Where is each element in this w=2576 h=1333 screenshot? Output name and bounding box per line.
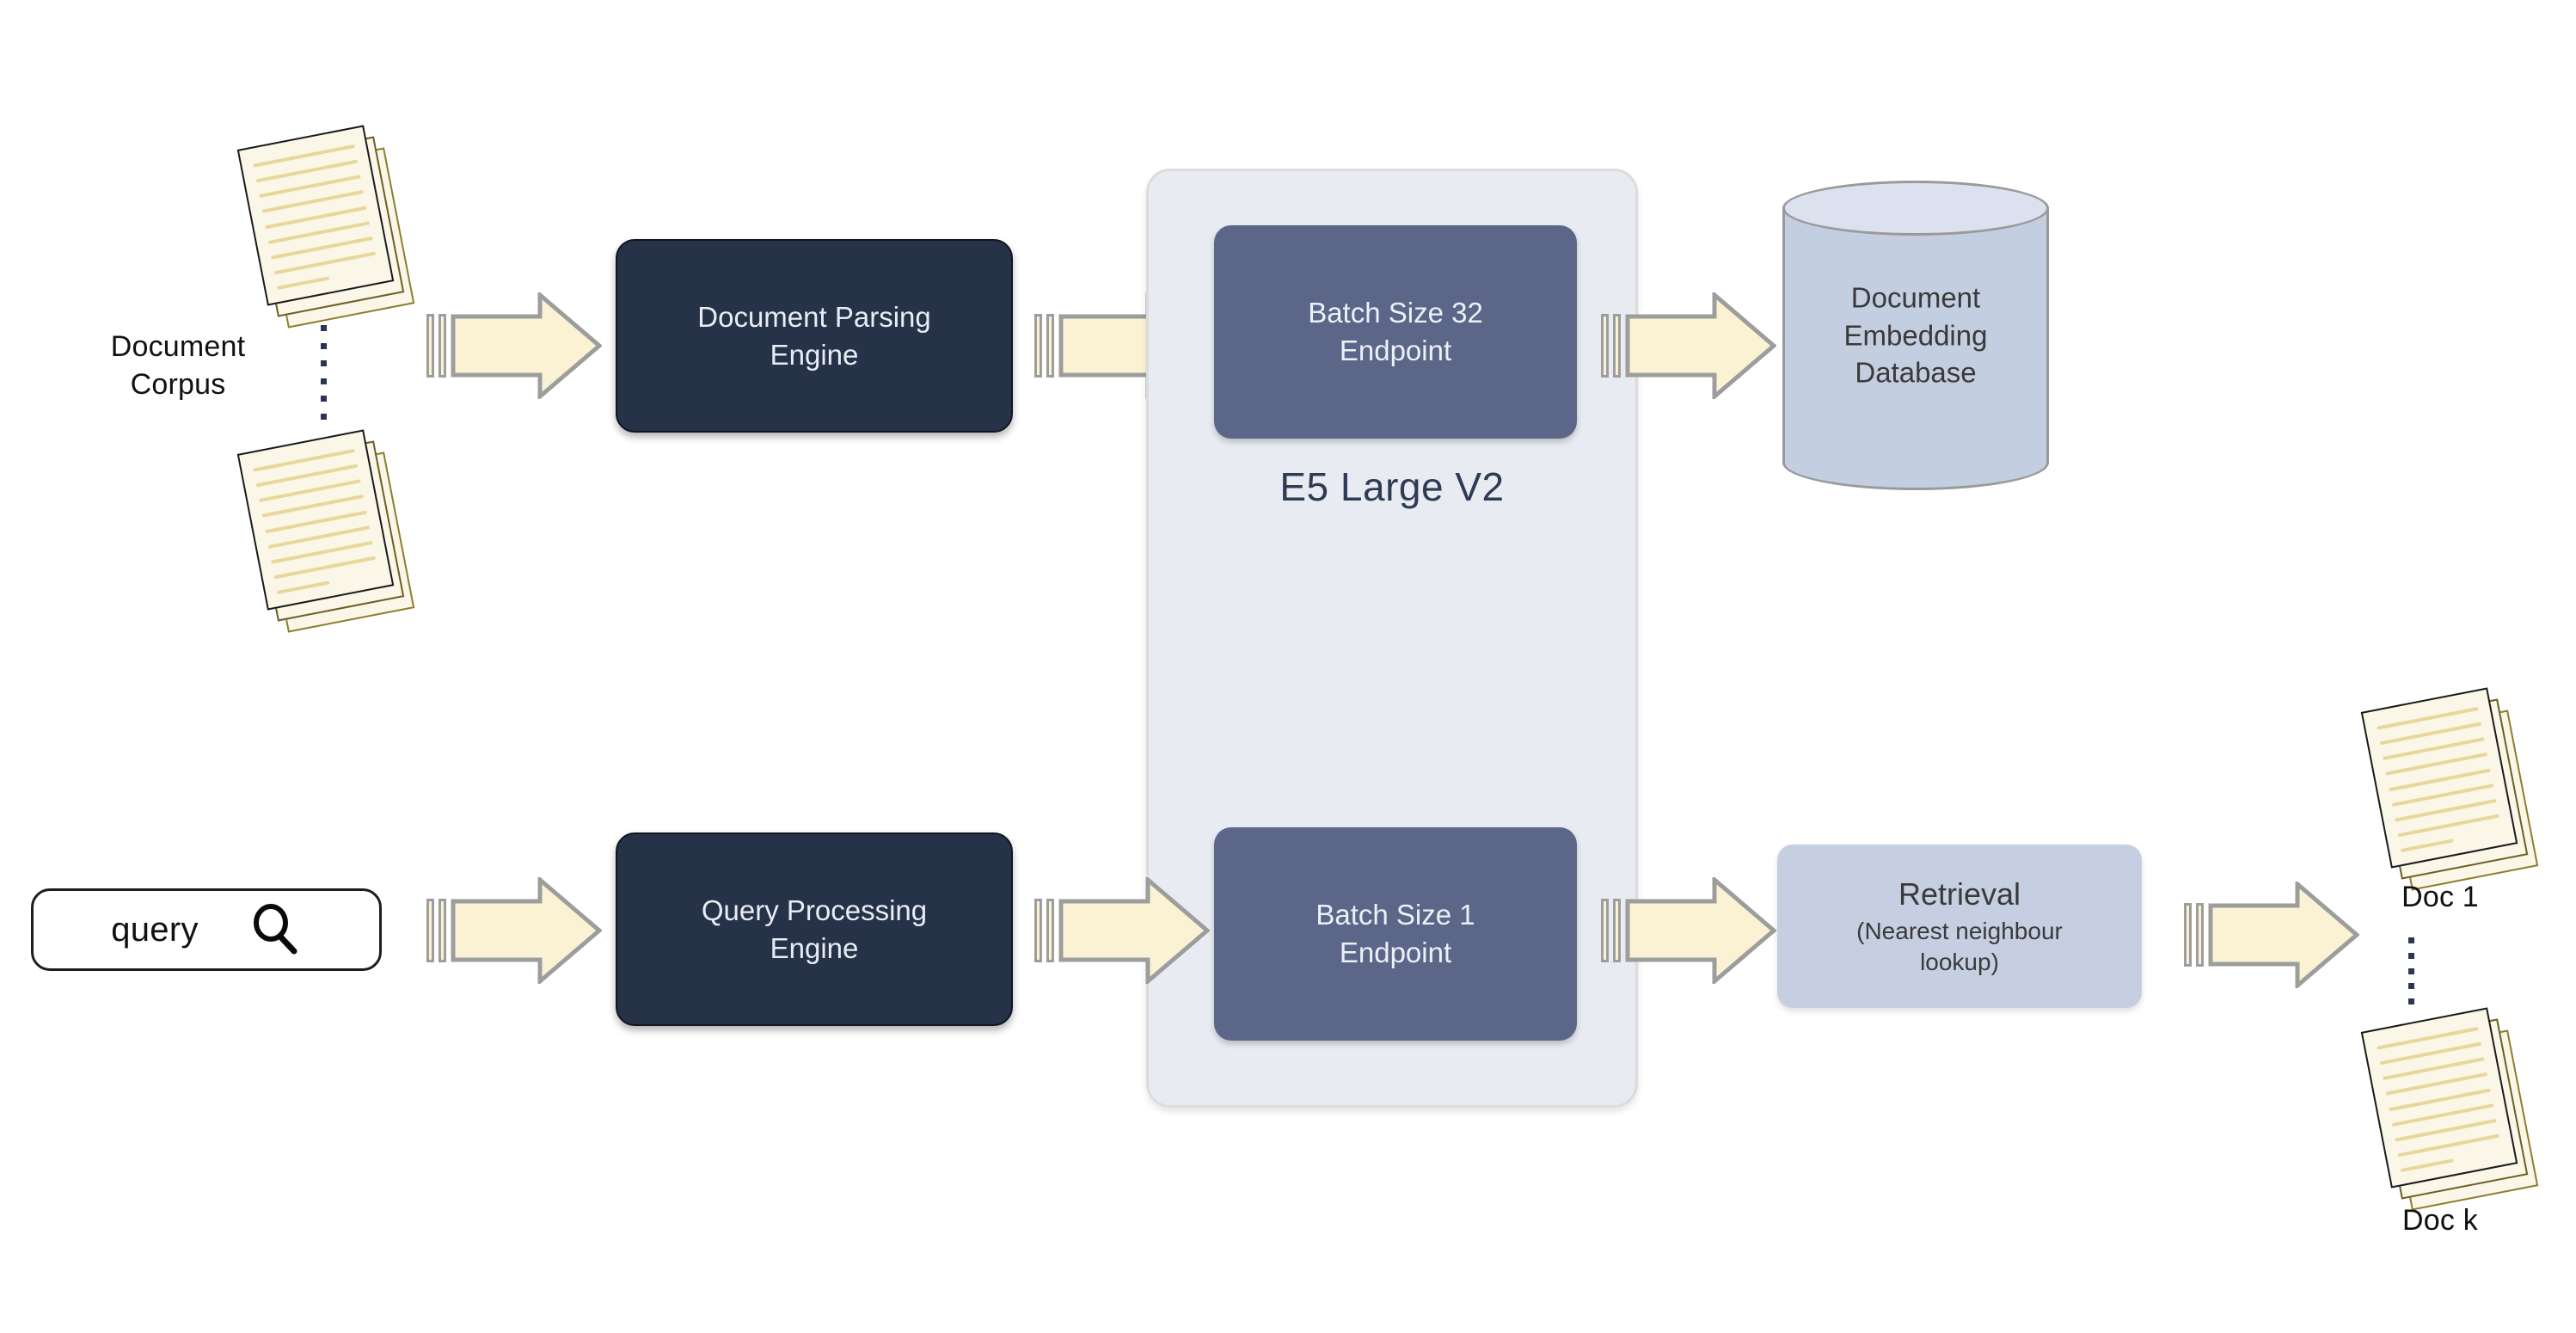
endpoint1-label-line2: Endpoint: [1339, 937, 1452, 968]
arrow-tail-tick: [439, 314, 446, 378]
arrow-head: [1625, 292, 1776, 399]
arrow-tail-tick: [426, 314, 434, 378]
arrow-tail-tick: [1034, 314, 1042, 378]
document-lines: [2377, 1026, 2502, 1173]
database-label: Document Embedding Database: [1782, 280, 2049, 392]
document-lines: [2377, 706, 2502, 853]
cylinder-top: [1782, 181, 2049, 236]
cylinder-database-icon[interactable]: Document Embedding Database: [1782, 181, 2049, 490]
block-arrow-right-icon-endpoint32-to-database: [1601, 292, 1776, 399]
arrow-tail-tick: [1046, 899, 1054, 962]
arrow-head: [1625, 877, 1776, 984]
retrieval-subtitle-line2: lookup): [1920, 948, 1999, 975]
database-label-line1: Document: [1850, 281, 1981, 314]
arrow-head: [2208, 882, 2359, 988]
block-arrow-right-icon-endpoint1-to-retrieval: [1601, 877, 1776, 984]
vertical-ellipsis-icon-results: [2407, 937, 2414, 1004]
arrow-tail-tick: [439, 899, 446, 962]
arrow-head: [451, 877, 602, 984]
document-corpus-label-line1: Document: [110, 330, 246, 363]
result-first-label: Doc 1: [2401, 881, 2479, 913]
arrow-head: [1058, 877, 1210, 984]
retrieval-subtitle: (Nearest neighbour lookup): [1856, 916, 2063, 977]
arrow-tail-tick: [1613, 314, 1621, 378]
document-stack-icon-corpus-bottom: [236, 429, 415, 633]
arrow-head: [451, 292, 602, 399]
query-search-input[interactable]: query: [31, 888, 382, 971]
vertical-ellipsis-icon-corpus: [320, 325, 327, 420]
batch-size-32-endpoint-box[interactable]: Batch Size 32 Endpoint: [1214, 225, 1577, 439]
arrow-tail-tick: [1601, 314, 1609, 378]
query-search-value: query: [111, 910, 199, 949]
arrow-tail-tick: [2184, 903, 2192, 967]
result-last-label: Doc k: [2402, 1204, 2478, 1237]
endpoint1-label-line1: Batch Size 1: [1316, 899, 1475, 931]
retrieval-box[interactable]: Retrieval (Nearest neighbour lookup): [1777, 845, 2142, 1008]
search-icon[interactable]: [248, 903, 302, 956]
arrow-tail-tick: [1034, 899, 1042, 962]
retrieval-title: Retrieval: [1898, 876, 2021, 912]
block-arrow-right-icon-query-to-processor: [426, 877, 602, 984]
parsing-engine-label-line1: Document Parsing: [697, 300, 931, 333]
arrow-tail-tick: [2196, 903, 2204, 967]
e5-large-v2-title: E5 Large V2: [1279, 464, 1505, 509]
arrow-tail-tick: [426, 899, 434, 962]
database-label-line2: Embedding: [1843, 319, 1988, 352]
block-arrow-right-icon-processor-to-endpoint1: [1034, 877, 1210, 984]
document-stack-icon-result-last: [2360, 1007, 2539, 1211]
query-engine-label-line1: Query Processing: [701, 894, 928, 926]
arrow-tail-tick: [1601, 899, 1609, 962]
batch-size-1-endpoint-box[interactable]: Batch Size 1 Endpoint: [1214, 827, 1577, 1041]
block-arrow-right-icon-retrieval-to-results: [2184, 882, 2359, 988]
endpoint32-label-line1: Batch Size 32: [1308, 297, 1483, 329]
cylinder-body: [1782, 208, 2049, 463]
database-label-line3: Database: [1855, 356, 1977, 389]
document-parsing-engine-box[interactable]: Document Parsing Engine: [616, 239, 1013, 433]
block-arrow-right-icon-corpus-to-parser: [426, 292, 602, 399]
query-processing-engine-box[interactable]: Query Processing Engine: [616, 832, 1013, 1026]
document-lines: [253, 144, 378, 291]
document-lines: [253, 448, 378, 595]
query-engine-label-line2: Engine: [770, 931, 859, 964]
document-corpus-label: Document Corpus: [53, 329, 303, 403]
arrow-tail-tick: [1046, 314, 1054, 378]
retrieval-subtitle-line1: (Nearest neighbour: [1856, 918, 2063, 945]
document-stack-icon-corpus-top: [236, 125, 415, 329]
endpoint32-label-line2: Endpoint: [1339, 335, 1452, 366]
document-corpus-label-line2: Corpus: [130, 367, 226, 401]
parsing-engine-label-line2: Engine: [770, 338, 859, 371]
arrow-tail-tick: [1613, 899, 1621, 962]
document-stack-icon-result-first: [2360, 687, 2539, 891]
